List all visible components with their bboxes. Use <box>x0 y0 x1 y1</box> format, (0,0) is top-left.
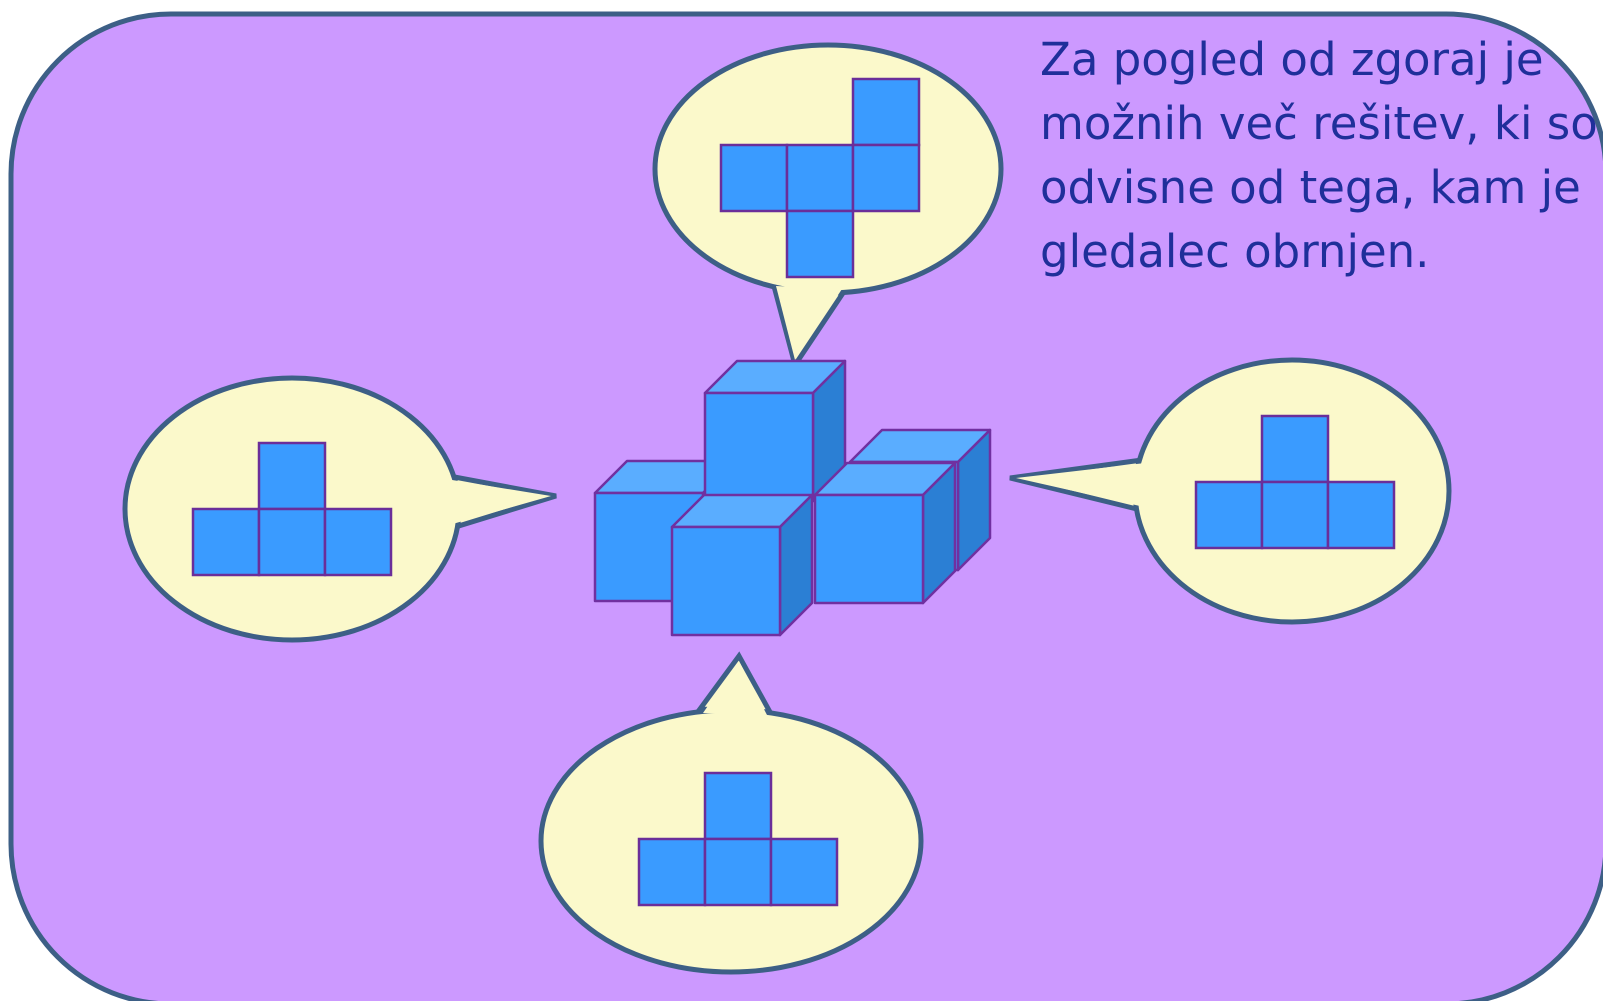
cube-right <box>813 461 957 605</box>
view-square <box>851 77 921 147</box>
view-square <box>1260 480 1330 550</box>
view-square <box>637 837 707 907</box>
caption-line-1: Za pogled od zgoraj je <box>1040 33 1544 86</box>
cube-structure <box>593 359 992 637</box>
bubble-tail-left-cover <box>446 479 551 525</box>
bubble-tail-bottom-cover <box>703 661 767 715</box>
speech-bubble-right <box>1009 357 1452 625</box>
view-grid-bottom <box>637 771 839 907</box>
view-square <box>769 837 839 907</box>
speech-bubble-bottom <box>538 651 924 975</box>
view-square <box>785 143 855 213</box>
view-grid-left <box>191 441 393 577</box>
view-square <box>851 143 921 213</box>
cube-front-face <box>670 525 782 637</box>
view-square <box>1194 480 1264 550</box>
caption-line-4: gledalec obrnjen. <box>1040 225 1430 278</box>
cube-front <box>670 493 814 637</box>
view-grid-top <box>719 77 921 279</box>
view-square <box>1326 480 1396 550</box>
view-square <box>703 837 773 907</box>
view-square <box>703 771 773 841</box>
caption-line-3: odvisne od tega, kam je <box>1040 161 1581 214</box>
view-square <box>191 507 261 577</box>
view-square <box>785 209 855 279</box>
view-grid-right <box>1194 414 1396 550</box>
caption-text: Za pogled od zgoraj je možnih več rešite… <box>1040 28 1600 284</box>
view-square <box>257 441 327 511</box>
bubble-tail-right-cover <box>1016 463 1145 506</box>
speech-bubble-left <box>122 375 557 643</box>
view-square <box>719 143 789 213</box>
cube-top <box>703 359 847 503</box>
cube-front-face <box>813 493 925 605</box>
view-square <box>1260 414 1330 484</box>
bubble-tail-top-cover <box>776 286 842 360</box>
cube-front-face <box>703 391 815 503</box>
speech-bubble-top <box>652 42 1004 371</box>
view-square <box>323 507 393 577</box>
caption-line-2: možnih več rešitev, ki so <box>1040 97 1598 150</box>
view-square <box>257 507 327 577</box>
